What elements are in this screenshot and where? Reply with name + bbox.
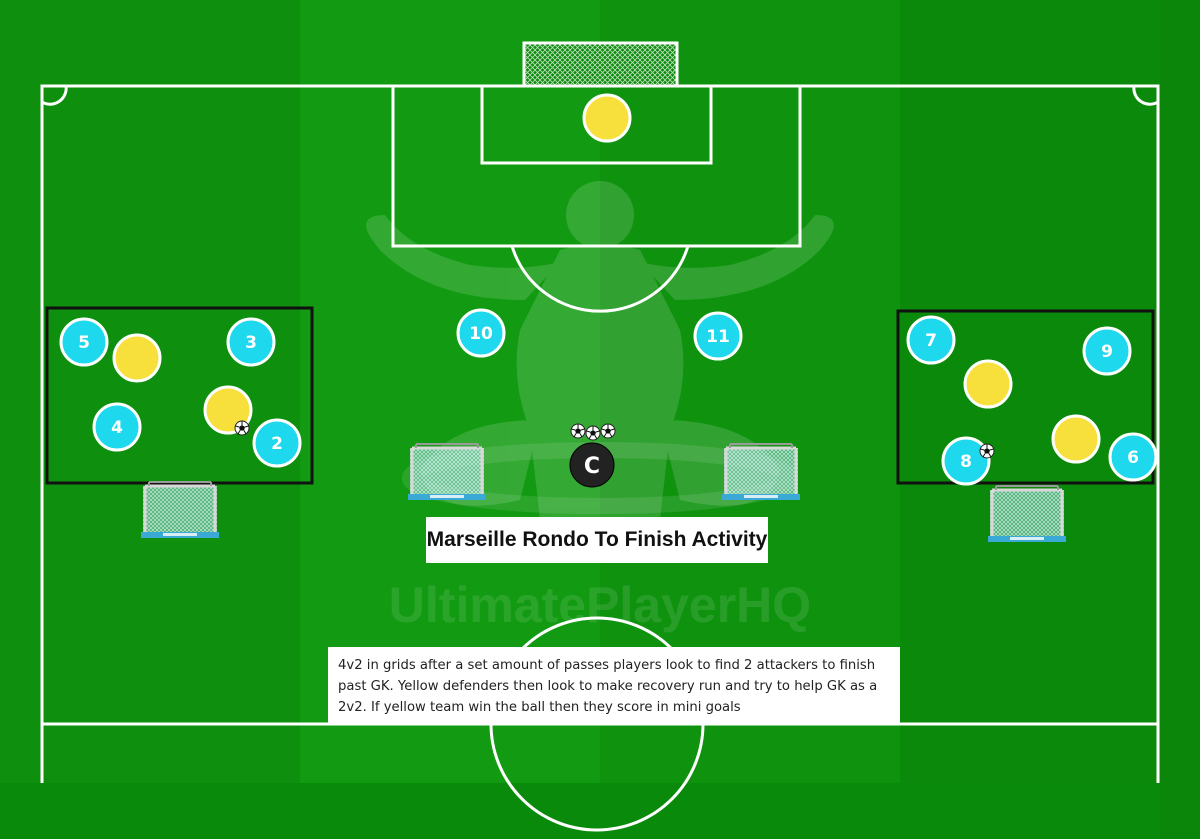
player-number: 6: [1127, 448, 1139, 468]
blue-player: 11: [693, 311, 743, 361]
goal-icon: [522, 41, 679, 88]
yellow-team: [112, 93, 1101, 464]
diagram-title: Marseille Rondo To Finish Activity: [426, 517, 768, 563]
blue-player: 5: [59, 317, 109, 367]
watermark-text: UltimatePlayerHQ: [389, 577, 811, 633]
player-number: 2: [271, 434, 283, 454]
blue-player: 7: [906, 315, 956, 365]
soccer-ball-icon: [979, 443, 995, 459]
yellow-defender: [1051, 414, 1101, 464]
blue-player: 9: [1082, 326, 1132, 376]
blue-player: 8: [941, 436, 991, 486]
blue-player: 6: [1108, 432, 1158, 482]
mini-goal-icon: [720, 442, 802, 502]
player-number: 7: [925, 331, 937, 351]
drill-description: 4v2 in grids after a set amount of passe…: [328, 647, 900, 723]
mini-goal-icon: [986, 484, 1068, 544]
player-number: 10: [469, 324, 493, 344]
player-number: 9: [1101, 342, 1113, 362]
player-number: 5: [78, 333, 90, 353]
soccer-ball-icon: [600, 423, 616, 439]
blue-player: 10: [456, 308, 506, 358]
mini-goal-icon: [406, 442, 488, 502]
logo-icon: C: [569, 442, 615, 488]
blue-player: 4: [92, 402, 142, 452]
player-number: 4: [111, 418, 123, 438]
player-number: 3: [245, 333, 257, 353]
blue-player: 2: [252, 418, 302, 468]
right-rondo-grid: [896, 309, 1155, 485]
player-number: 11: [706, 327, 730, 347]
yellow-goalkeeper: [582, 93, 632, 143]
yellow-defender: [112, 333, 162, 383]
player-number: 8: [960, 452, 972, 472]
blue-team: 5 3 4 2 10 11: [59, 308, 1158, 486]
yellow-defender: [963, 359, 1013, 409]
soccer-ball-icon: [234, 420, 250, 436]
mini-goal-icon: [139, 480, 221, 540]
soccer-ball-icon: [570, 423, 586, 439]
blue-player: 3: [226, 317, 276, 367]
logo-letter: C: [584, 454, 600, 479]
soccer-ball-icon: [585, 425, 601, 441]
